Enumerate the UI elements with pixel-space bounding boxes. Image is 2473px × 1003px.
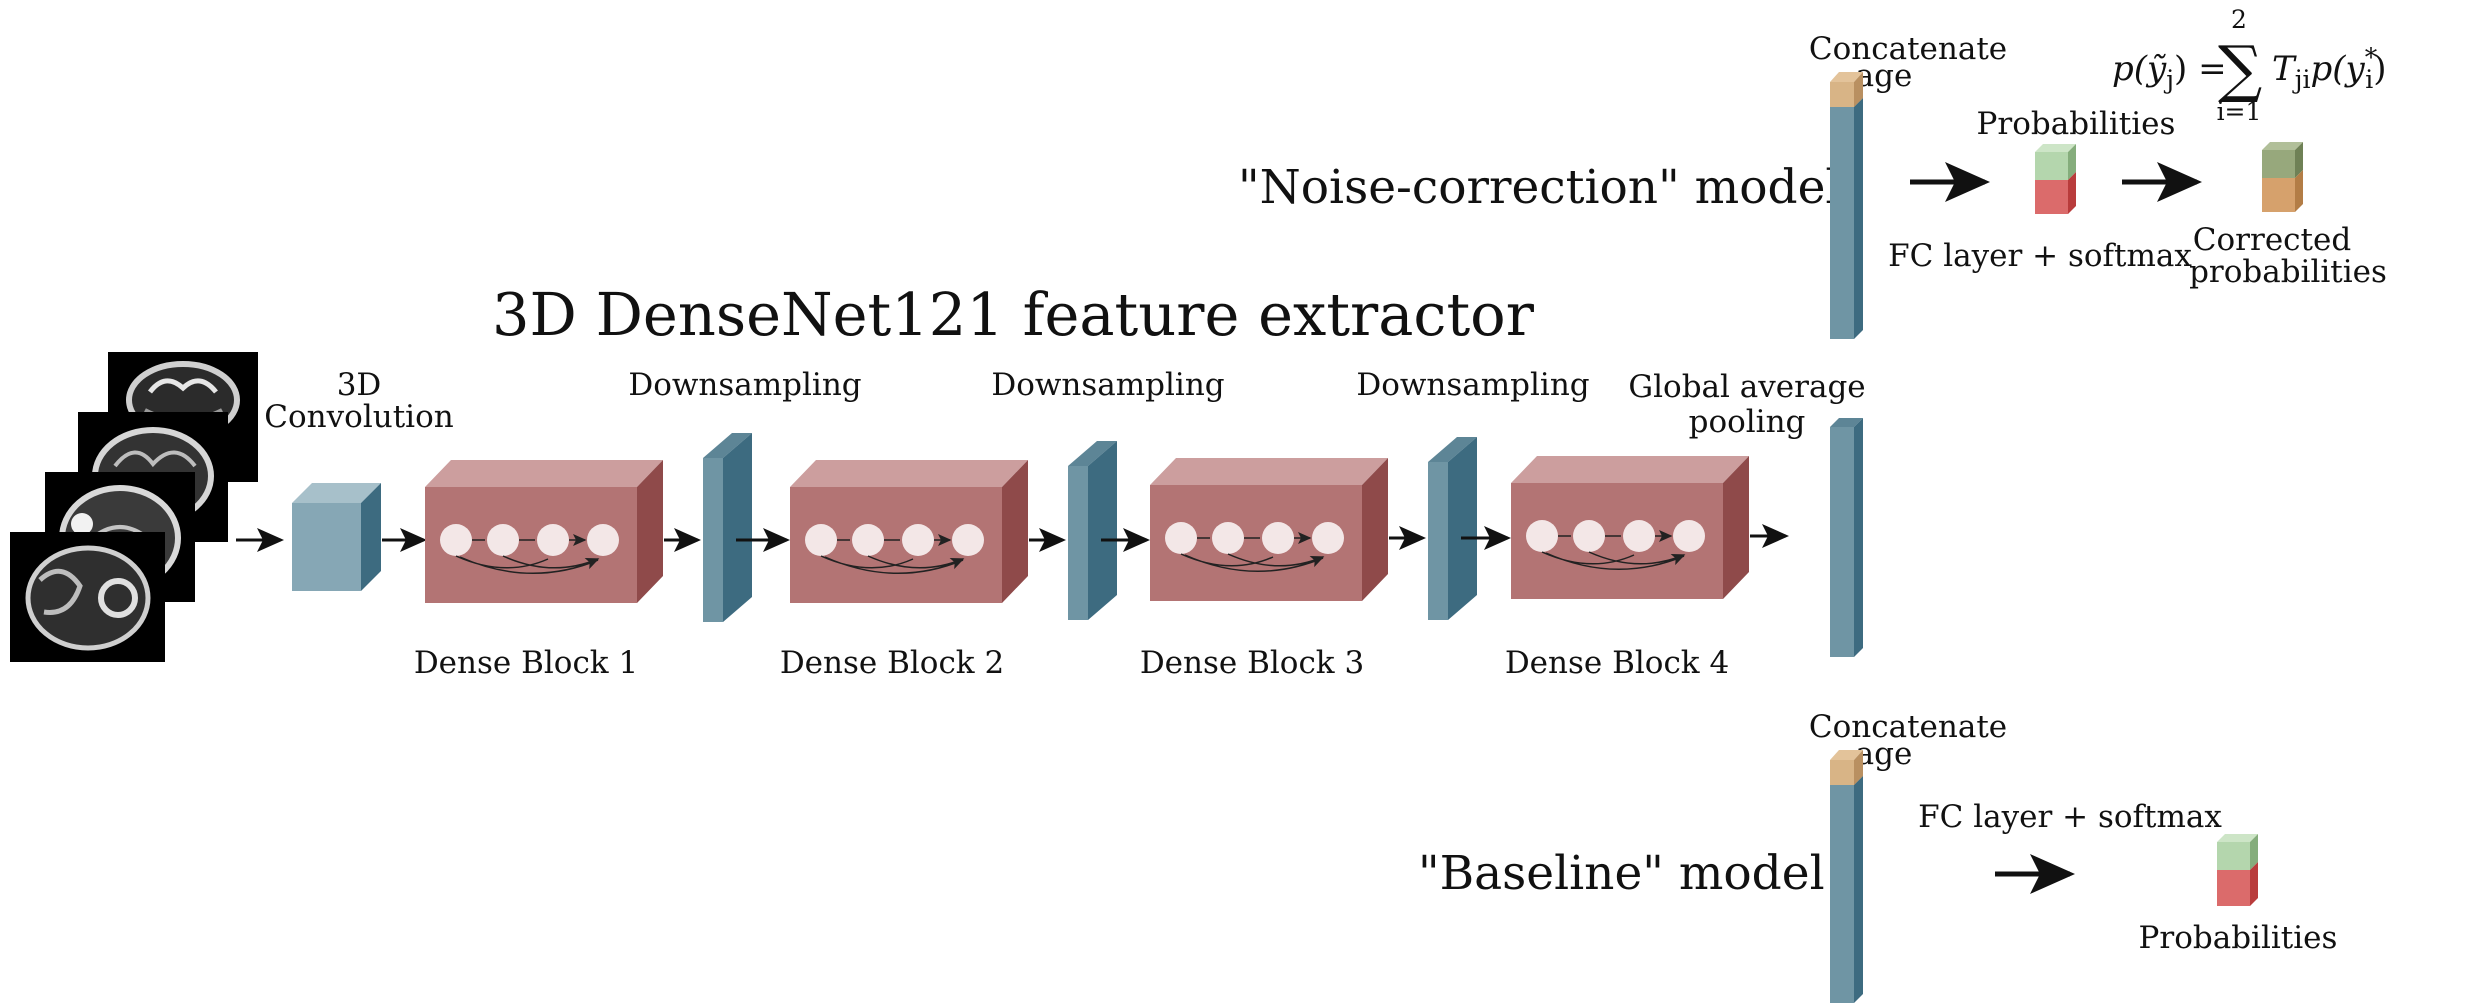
- baseline-feature-vector: [1830, 776, 1863, 1003]
- corrected-probabilities-output: [2262, 142, 2303, 212]
- dense-layer-node: [952, 524, 984, 556]
- dense-layer-node: [1573, 520, 1605, 552]
- dense-block-3-label: Dense Block 3: [1140, 645, 1364, 681]
- downsampling-label-3: Downsampling: [1356, 367, 1589, 403]
- dense-layer-node: [852, 524, 884, 556]
- baseline-fc-label: FC layer + softmax: [1918, 799, 2222, 835]
- conv-label-line1: 3D: [337, 367, 382, 403]
- dense-block-4-label: Dense Block 4: [1505, 645, 1729, 681]
- dense-layer-node: [487, 524, 519, 556]
- dense-layer-node: [1312, 522, 1344, 554]
- dense-block-2: [790, 460, 1028, 603]
- baseline-concat-label-line1: Concatenate: [1809, 709, 2007, 745]
- equation-sum-symbol: ∑: [2218, 32, 2262, 105]
- noise-model-title: "Noise-correction" model: [1238, 160, 1840, 215]
- baseline-concat-label-line2: age: [1856, 736, 1913, 772]
- dense-block-2-label: Dense Block 2: [780, 645, 1004, 681]
- gap-label-line2: pooling: [1689, 404, 1806, 440]
- downsampling-label-1: Downsampling: [628, 367, 861, 403]
- dense-layer-node: [1526, 520, 1558, 552]
- conv-label-line2: Convolution: [264, 399, 453, 435]
- dense-layer-node: [1673, 520, 1705, 552]
- noise-feature-vector: [1830, 98, 1863, 339]
- equation-rhs: Tjip(y*i): [2272, 43, 2386, 94]
- baseline-model-title: "Baseline" model: [1418, 846, 1825, 901]
- dense-layer-node: [537, 524, 569, 556]
- noise-age-input: [1830, 72, 1863, 107]
- dense-layer-node: [1212, 522, 1244, 554]
- dense-layer-node: [440, 524, 472, 556]
- dense-block-4: [1511, 456, 1749, 599]
- downsampling-layer-3: [1428, 437, 1477, 620]
- equation-lhs: p(ỹj) =: [2112, 49, 2227, 94]
- downsampling-layer-2: [1068, 441, 1117, 620]
- baseline-model: "Baseline" model Concatenate age FC laye…: [1418, 709, 2337, 1003]
- noise-concat-label-line1: Concatenate: [1809, 31, 2007, 67]
- conv3d-block: [292, 483, 381, 591]
- downsampling-label-2: Downsampling: [991, 367, 1224, 403]
- baseline-probabilities-output: [2217, 834, 2258, 906]
- global-average-pooling-vector: [1830, 418, 1863, 657]
- noise-concat-label-line2: age: [1856, 58, 1913, 94]
- equation-sum-lower: i=1: [2217, 97, 2262, 126]
- baseline-age-input: [1830, 750, 1863, 785]
- downsampling-layer-1: [703, 433, 752, 622]
- dense-block-1: [425, 460, 663, 603]
- noise-probabilities-output: [2035, 144, 2076, 214]
- dense-layer-node: [1623, 520, 1655, 552]
- mri-slice-1: [10, 532, 165, 662]
- dense-layer-node: [587, 524, 619, 556]
- corrected-label-line2: probabilities: [2189, 254, 2387, 290]
- noise-correction-model: "Noise-correction" model Concatenate age…: [1238, 5, 2387, 339]
- corrected-label-line1: Corrected: [2193, 222, 2351, 258]
- noise-probabilities-label: Probabilities: [1977, 106, 2176, 142]
- dense-layer-node: [805, 524, 837, 556]
- equation-sum-upper: 2: [2231, 5, 2247, 34]
- feature-extractor-title: 3D DenseNet121 feature extractor: [492, 280, 1535, 349]
- mri-input-stack: [10, 352, 258, 662]
- noise-transition-equation: p(ỹj) = ∑ 2 i=1 Tjip(y*i): [2112, 5, 2386, 126]
- dense-block-1-label: Dense Block 1: [414, 645, 638, 681]
- noise-fc-label: FC layer + softmax: [1888, 238, 2192, 274]
- dense-layer-node: [902, 524, 934, 556]
- dense-block-3: [1150, 458, 1388, 601]
- baseline-probabilities-label: Probabilities: [2139, 920, 2338, 956]
- dense-layer-node: [1262, 522, 1294, 554]
- gap-label-line1: Global average: [1628, 369, 1865, 405]
- dense-layer-node: [1165, 522, 1197, 554]
